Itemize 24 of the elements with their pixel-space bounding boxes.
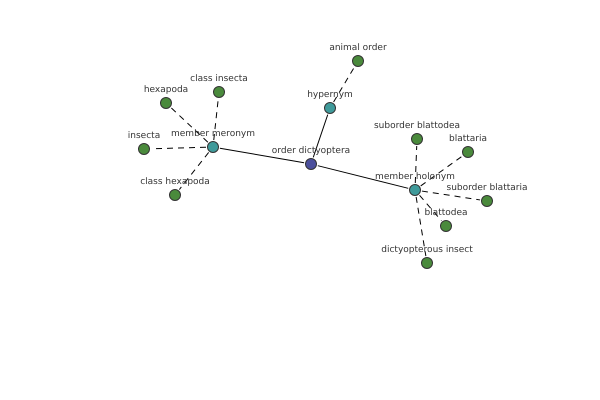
node-label: member holonym (375, 173, 455, 182)
node-label: suborder blattodea (374, 122, 460, 131)
node-label: animal order (329, 44, 387, 53)
connector-line (421, 190, 481, 200)
node-label: insecta (128, 132, 160, 141)
node-label: dictyopterous insect (381, 246, 473, 255)
connector-line (333, 66, 355, 102)
connector-line (219, 148, 305, 164)
connector-line (317, 165, 409, 189)
connector-line (213, 98, 219, 141)
node-label: hexapoda (144, 86, 188, 95)
connector-line (312, 114, 328, 158)
node-label: member meronym (171, 130, 255, 139)
connector-line (420, 156, 463, 186)
connector-line (178, 152, 210, 190)
node-label: class hexapoda (140, 178, 210, 187)
node-label: blattodea (424, 209, 468, 218)
connector-line (170, 107, 208, 143)
connector-line (414, 146, 418, 184)
node-label: suborder blattaria (446, 184, 528, 193)
node-label: class insecta (190, 75, 248, 84)
node-label: hypernym (307, 91, 353, 100)
connector-line (416, 196, 426, 257)
node-label: blattaria (448, 135, 488, 144)
